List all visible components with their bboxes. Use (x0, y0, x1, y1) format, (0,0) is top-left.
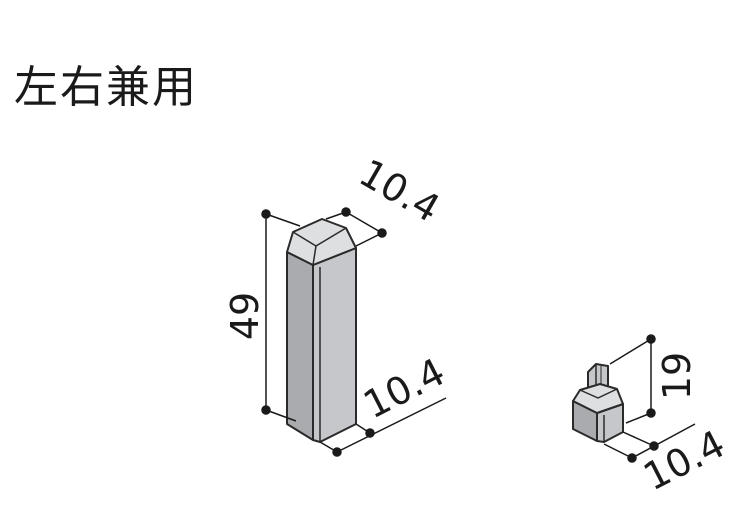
large-bottom-width-label: 10.4 (356, 350, 451, 428)
small-height-label: 19 (655, 352, 699, 400)
large-corner-post (286, 218, 357, 443)
large-post-left-face (286, 251, 314, 441)
large-height-dimension (261, 209, 301, 422)
large-height-label: 49 (223, 292, 267, 340)
small-corner-cap (572, 363, 624, 443)
large-bottom-width-dimension (319, 397, 447, 457)
page-title: 左右兼用 (14, 62, 198, 113)
large-top-width-label: 10.4 (352, 151, 447, 231)
large-top-width-dimension (325, 207, 387, 247)
small-height-dimension (609, 334, 656, 424)
small-width-label: 10.4 (636, 422, 731, 500)
small-width-dimension (603, 423, 696, 463)
